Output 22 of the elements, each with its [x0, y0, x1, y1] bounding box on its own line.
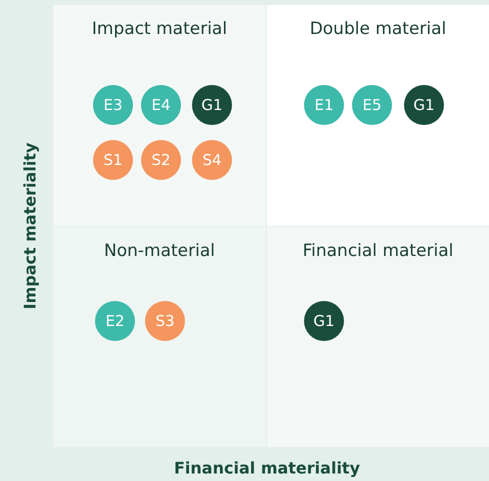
quadrant-panel: [53, 5, 266, 226]
topic-badge: E5: [352, 85, 392, 125]
topic-badge: E3: [93, 85, 133, 125]
topic-badge: G1: [404, 85, 444, 125]
axis-title: Impact materiality: [20, 142, 40, 310]
topic-badge: E1: [304, 85, 344, 125]
topic-badge: E2: [95, 301, 135, 341]
topic-badge: E4: [141, 85, 181, 125]
topic-badge: S2: [141, 140, 181, 180]
axis-title: Financial materiality: [174, 458, 360, 478]
quadrant-title: Non-material: [103, 241, 216, 261]
quadrant-title: Impact material: [90, 19, 228, 39]
topic-badge: S3: [145, 301, 185, 341]
topic-badge: G1: [304, 301, 344, 341]
quadrant-panel: [267, 227, 489, 447]
quadrant-title: Financial material: [302, 241, 454, 261]
topic-badge: S1: [93, 140, 133, 180]
quadrant-panel: [53, 227, 266, 447]
quadrant-panel: [267, 5, 489, 226]
topic-badge: G1: [192, 85, 232, 125]
topic-badge: S4: [192, 140, 232, 180]
quadrant-title: Double material: [308, 19, 448, 39]
